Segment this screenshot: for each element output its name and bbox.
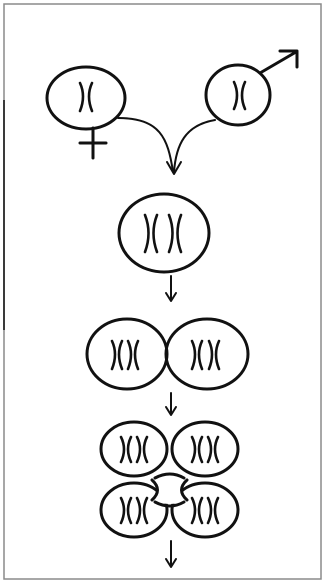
male-gamete xyxy=(204,49,299,127)
chromosome-pair-right xyxy=(190,339,221,371)
division-arrow-1 xyxy=(165,275,177,302)
cell-bottom-left xyxy=(99,481,169,539)
cell-bottom-right xyxy=(170,481,240,539)
male-symbol-icon xyxy=(258,49,299,75)
two-cell-stage xyxy=(85,317,250,391)
four-cell-stage xyxy=(99,420,240,539)
egg-cell xyxy=(45,65,127,131)
cleavage-gap xyxy=(150,472,189,508)
chromosome-pair-bottom-right xyxy=(190,496,220,525)
female-symbol-icon xyxy=(78,126,108,160)
chromosome xyxy=(78,81,94,113)
daughter-cell-right xyxy=(164,317,250,391)
zygote xyxy=(117,192,211,274)
sperm-cell xyxy=(204,63,272,127)
chromosome-pair xyxy=(143,213,183,254)
cell-top-left xyxy=(99,420,169,478)
female-gamete xyxy=(45,65,127,160)
chromosome-pair-left xyxy=(110,339,140,371)
division-arrow-3 xyxy=(165,540,177,568)
division-arrow-2 xyxy=(165,392,177,416)
fusion-arrow xyxy=(117,117,216,175)
chromosome-pair-bottom-left xyxy=(119,496,149,525)
chromosome-pair-top-left xyxy=(119,435,149,464)
cell-top-right xyxy=(170,420,240,478)
chromosome-pair-top-right xyxy=(190,435,220,464)
chromosome xyxy=(232,80,247,111)
zygote-cell xyxy=(117,192,211,274)
